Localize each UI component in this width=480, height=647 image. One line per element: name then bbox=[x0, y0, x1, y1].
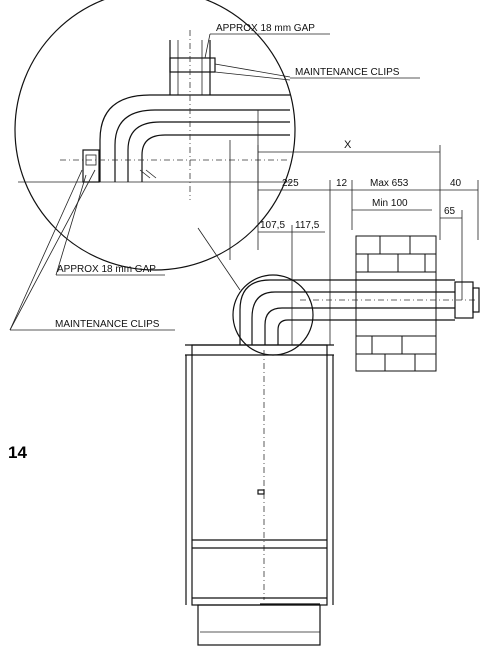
callout-leaders bbox=[9, 33, 420, 331]
figure-number: 14 bbox=[8, 443, 27, 462]
dimension-x-label: X bbox=[344, 139, 352, 151]
dimension-107-5-label: 107,5 bbox=[260, 220, 285, 231]
dimension-40-label: 40 bbox=[450, 178, 462, 189]
dimension-225-label: 225 bbox=[282, 178, 299, 189]
elbow-detail-marker bbox=[232, 274, 314, 356]
detail-circle bbox=[14, 0, 296, 271]
maintenance-clips-bottom-label: MAINTENANCE CLIPS bbox=[55, 319, 160, 330]
dimension-65-label: 65 bbox=[444, 206, 456, 217]
dimension-lines bbox=[257, 145, 479, 345]
dimension-12-label: 12 bbox=[336, 178, 348, 189]
flue-pipe bbox=[239, 279, 480, 345]
dimension-min100-label: Min 100 bbox=[372, 198, 408, 209]
approx-side-gap-label: APPROX 18 mm GAP bbox=[57, 264, 156, 275]
wall-brickwork bbox=[355, 235, 437, 372]
boiler-casing bbox=[185, 344, 334, 646]
dimension-117-5-label: 117,5 bbox=[295, 220, 320, 231]
approx-top-gap-label: APPROX 18 mm GAP bbox=[216, 23, 315, 34]
maintenance-clips-top-label: MAINTENANCE CLIPS bbox=[295, 67, 400, 78]
dimension-max653-label: Max 653 bbox=[370, 178, 409, 189]
